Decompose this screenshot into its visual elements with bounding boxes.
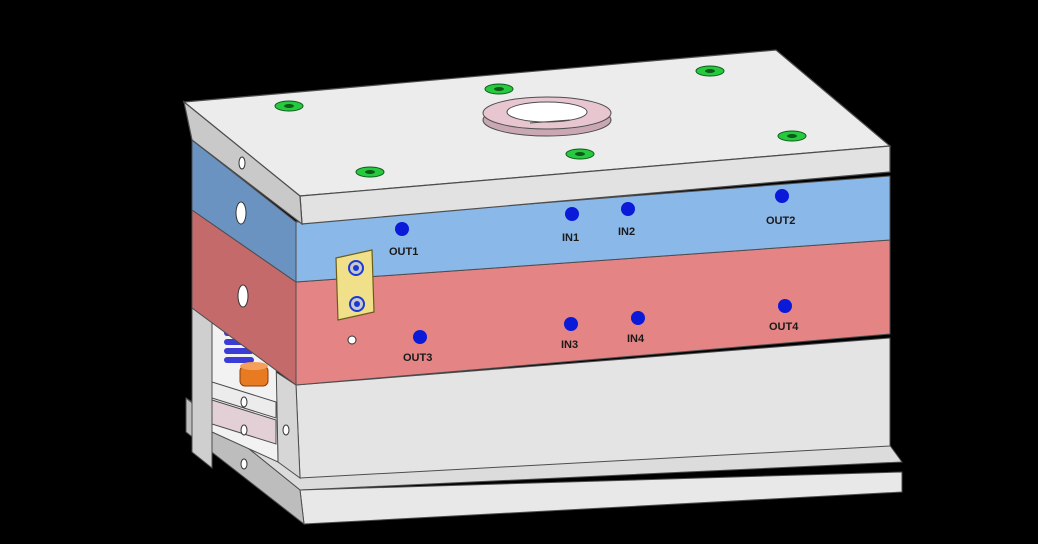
port-label: IN3: [561, 339, 578, 351]
port-label: IN1: [562, 232, 579, 244]
port-marker: [778, 299, 792, 313]
port-marker: [413, 330, 427, 344]
port-label: OUT1: [389, 246, 418, 258]
port-out1: OUT1: [389, 222, 418, 258]
port-marker: [621, 202, 635, 216]
latch-lock: [335, 249, 375, 321]
port-marker: [565, 207, 579, 221]
port-label: IN2: [618, 226, 635, 238]
top-clamp-plate: [182, 49, 892, 226]
port-out3: OUT3: [403, 330, 432, 364]
port-label: OUT3: [403, 352, 432, 364]
side-hole: [237, 284, 249, 308]
mounting-hole: [282, 424, 290, 436]
screw-icon: [355, 166, 385, 178]
cavity-plate: [191, 138, 891, 283]
port-label: OUT4: [769, 321, 799, 333]
ejector-plate: [211, 399, 277, 445]
side-hole: [235, 201, 247, 225]
screw-icon: [274, 100, 304, 112]
spacer-left-rail: [191, 307, 213, 470]
port-marker: [395, 222, 409, 236]
mounting-hole: [240, 424, 248, 436]
screw-icon: [484, 83, 514, 95]
port-in2: IN2: [618, 202, 635, 238]
screw-icon: [695, 65, 725, 77]
port-out2: OUT2: [766, 189, 795, 227]
port-marker: [564, 317, 578, 331]
screw-icon: [777, 130, 807, 142]
port-in1: IN1: [562, 207, 579, 244]
ejector-pin-head: [239, 362, 269, 387]
cooling-ports: OUT1 IN1 IN2 OUT2 OUT3 IN3: [389, 189, 799, 364]
mounting-hole: [240, 458, 248, 470]
screw-icon: [565, 148, 595, 160]
port-in3: IN3: [561, 317, 578, 351]
port-marker: [631, 311, 645, 325]
small-hole: [347, 335, 357, 345]
locating-ring: [482, 96, 612, 137]
mounting-hole: [240, 396, 248, 408]
port-in4: IN4: [627, 311, 645, 345]
spacer-right-rail: [275, 371, 301, 480]
side-hole: [238, 156, 246, 170]
port-label: IN4: [627, 333, 645, 345]
port-label: OUT2: [766, 215, 795, 227]
port-out4: OUT4: [769, 299, 799, 333]
port-marker: [775, 189, 789, 203]
